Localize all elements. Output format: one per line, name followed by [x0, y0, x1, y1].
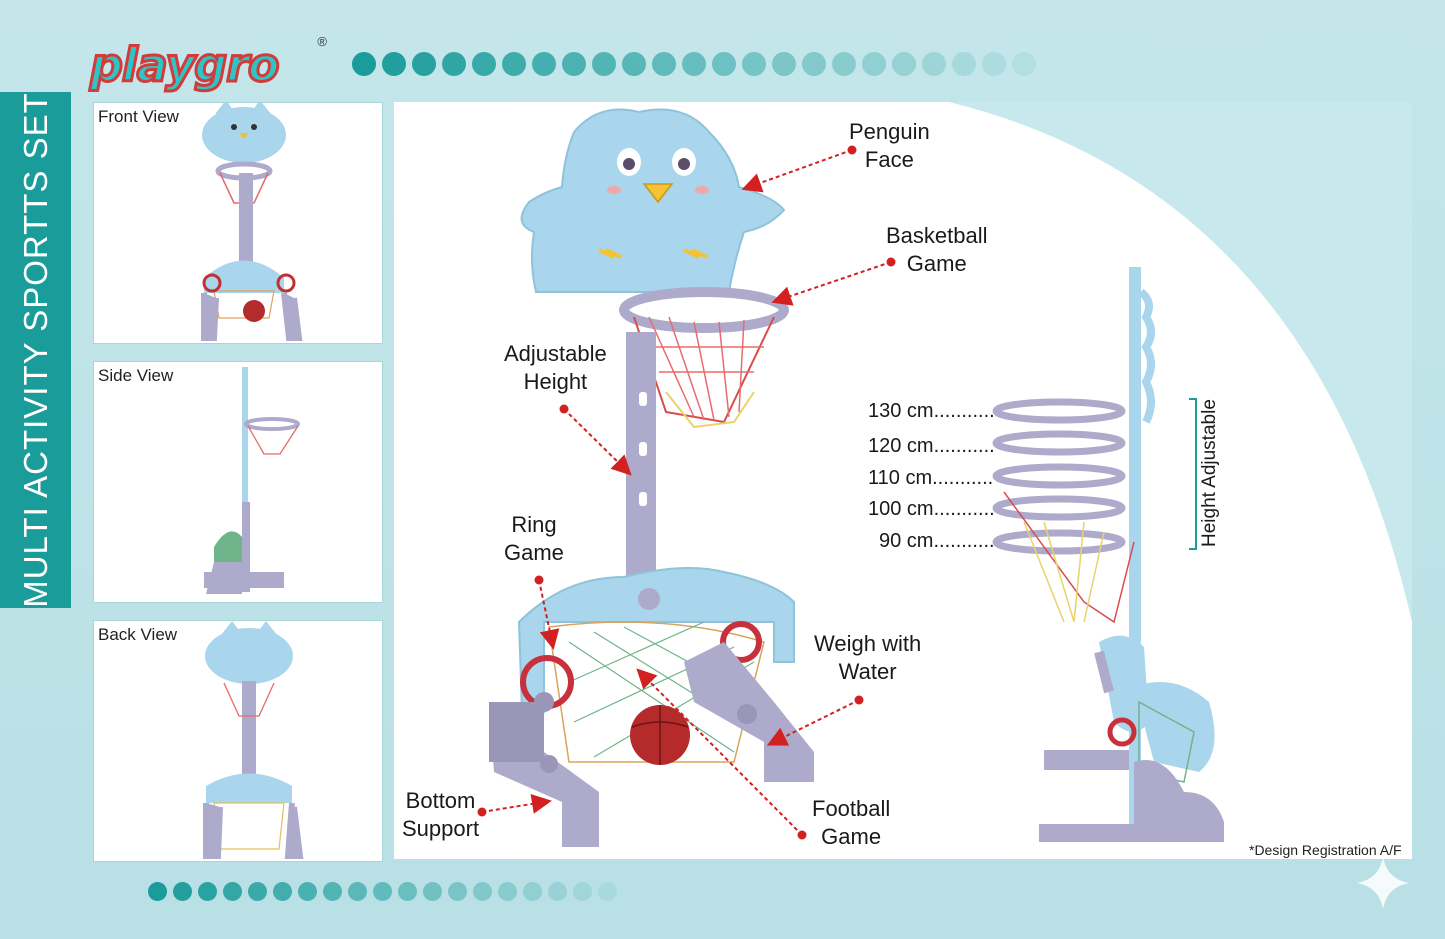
- callout-football-game: Football Game: [812, 795, 890, 851]
- logo-text: playgro: [89, 37, 282, 94]
- main-product-panel: Penguin Face Basketball Game Adjustable …: [394, 102, 1412, 859]
- sparkle-icon: [1357, 857, 1409, 909]
- decorative-dot: [892, 52, 916, 76]
- decorative-dot: [223, 882, 242, 901]
- thumbnail-label: Back View: [98, 625, 178, 644]
- decorative-dot: [398, 882, 417, 901]
- callout-line: Adjustable: [504, 341, 607, 366]
- height-120: 120 cm...........: [868, 435, 995, 457]
- callout-line: Game: [504, 540, 564, 565]
- callout-line: Football: [812, 796, 891, 821]
- callout-penguin-face: Penguin Face: [849, 118, 930, 174]
- callout-arrows: [477, 145, 896, 840]
- decorative-dot: [982, 52, 1006, 76]
- decorative-dot: [548, 882, 567, 901]
- side-title-band: MULTI ACTIVITY SPORTTS SET: [0, 92, 71, 608]
- design-registration-note: *Design Registration A/F: [1249, 842, 1402, 858]
- decorative-dot: [373, 882, 392, 901]
- callout-adjustable-height: Adjustable Height: [504, 340, 607, 396]
- decorative-dot: [523, 882, 542, 901]
- thumbnail-back-view: Back View: [93, 620, 383, 862]
- back-view-image: [203, 621, 304, 859]
- decorative-dot: [502, 52, 526, 76]
- side-view-image: [204, 367, 300, 594]
- thumbnail-label: Front View: [98, 107, 179, 126]
- decorative-dot: [622, 52, 646, 76]
- decorative-dot: [273, 882, 292, 901]
- height-100: 100 cm...........: [868, 498, 995, 520]
- decorative-dot: [598, 882, 617, 901]
- callout-basketball-game: Basketball Game: [886, 222, 988, 278]
- decorative-dot: [472, 52, 496, 76]
- thumbnail-front-view: Front View: [93, 99, 383, 344]
- decorative-dot: [862, 52, 886, 76]
- decorative-dot: [498, 882, 517, 901]
- callout-line: Game: [906, 251, 967, 276]
- decorative-dot: [382, 52, 406, 76]
- height-130: 130 cm...........: [868, 400, 995, 422]
- stacked-hoop-ring: [992, 430, 1126, 456]
- thumbnail-side-view: Side View: [93, 361, 383, 603]
- decorative-dot: [532, 52, 556, 76]
- decorative-dot: [148, 882, 167, 901]
- decorative-dot: [592, 52, 616, 76]
- decorative-dot: [423, 882, 442, 901]
- decorative-dot: [922, 52, 946, 76]
- callout-line: Water: [838, 659, 897, 684]
- decorative-dot: [742, 52, 766, 76]
- callout-ring-game: Ring Game: [504, 511, 564, 567]
- callout-line: Height: [523, 369, 588, 394]
- decorative-dot: [198, 882, 217, 901]
- brand-logo: playgro ®: [89, 34, 327, 94]
- decorative-dot: [682, 52, 706, 76]
- decorative-dot: [832, 52, 856, 76]
- decorative-dot: [442, 52, 466, 76]
- decorative-dot: [348, 882, 367, 901]
- height-90: 90 cm...........: [879, 530, 995, 552]
- decorative-dot: [772, 52, 796, 76]
- stacked-hoop-ring: [992, 529, 1126, 555]
- decorative-dot: [412, 52, 436, 76]
- callout-line: Bottom: [405, 788, 476, 813]
- decorative-dot: [173, 882, 192, 901]
- decorative-dot: [473, 882, 492, 901]
- decorative-dot: [248, 882, 267, 901]
- stacked-hoop-ring: [992, 495, 1126, 521]
- height-adjustable-label: Height Adjustable: [1199, 399, 1220, 547]
- callout-line: Face: [864, 147, 914, 172]
- decorative-dot: [562, 52, 586, 76]
- callout-line: Basketball: [886, 223, 988, 248]
- decorative-dot: [573, 882, 592, 901]
- decorative-dot: [802, 52, 826, 76]
- decorative-dot: [448, 882, 467, 901]
- callout-line: Penguin: [849, 119, 930, 144]
- front-view-image: [201, 99, 303, 341]
- decorative-dot: [323, 882, 342, 901]
- decorative-dot: [652, 52, 676, 76]
- callout-line: Weigh with: [814, 631, 922, 656]
- main-panel-background: [949, 102, 1412, 622]
- height-110: 110 cm...........: [868, 467, 994, 489]
- side-title: MULTI ACTIVITY SPORTTS SET: [16, 92, 54, 608]
- callout-weigh-with-water: Weigh with Water: [814, 630, 921, 686]
- stacked-hoop-ring: [992, 463, 1126, 489]
- thumbnail-label: Side View: [98, 366, 174, 385]
- top-dot-row: [352, 52, 1042, 76]
- decorative-dot: [352, 52, 376, 76]
- decorative-dot: [298, 882, 317, 901]
- callout-line: Support: [402, 816, 480, 841]
- callout-line: Game: [821, 824, 882, 849]
- registered-mark: ®: [317, 34, 327, 49]
- decorative-dot: [1012, 52, 1036, 76]
- bottom-dot-row: [148, 882, 623, 901]
- callout-line: Ring: [511, 512, 557, 537]
- stacked-hoop-ring: [992, 398, 1126, 424]
- callout-bottom-support: Bottom Support: [402, 787, 479, 843]
- decorative-dot: [712, 52, 736, 76]
- decorative-dot: [952, 52, 976, 76]
